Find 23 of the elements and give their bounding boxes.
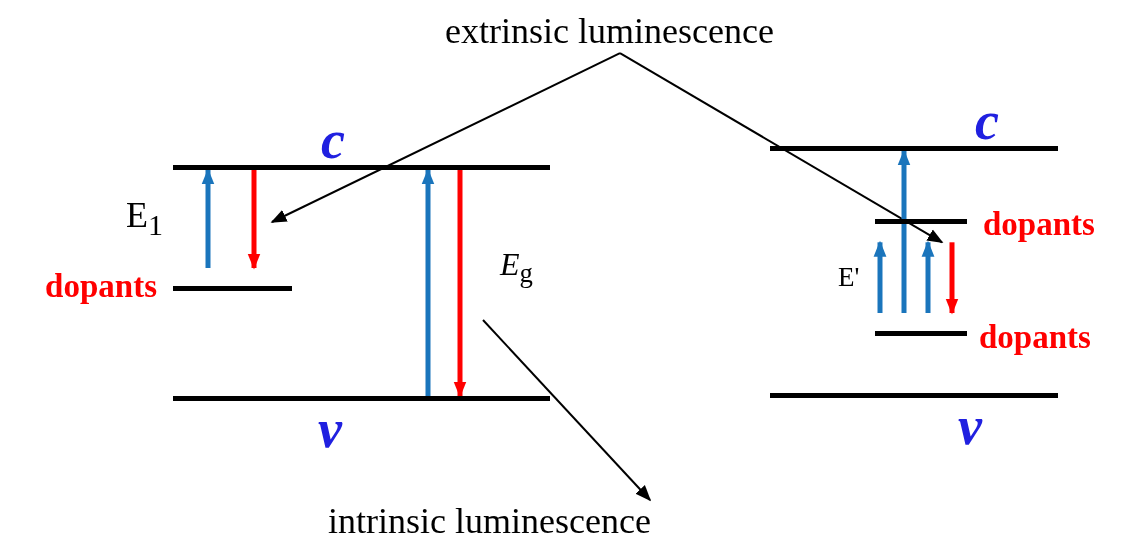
energy-label: E$_{1}$ — [126, 194, 163, 243]
band-label: c — [975, 97, 999, 146]
caption-text: extrinsic luminescence — [445, 10, 774, 54]
transition-arrow — [453, 170, 467, 398]
transition-arrow — [421, 168, 435, 396]
leader-line — [270, 52, 621, 223]
transition-arrow — [897, 149, 911, 313]
band-label: v — [958, 402, 982, 451]
leader-line — [482, 319, 652, 502]
band-label: v — [318, 405, 342, 454]
transition-arrow — [201, 168, 215, 268]
dopant-label: dopants — [45, 268, 157, 305]
energy-label: E$_{g}$ — [500, 246, 533, 290]
caption-text: intrinsic luminescence — [328, 500, 651, 543]
transition-arrow — [873, 240, 887, 313]
transition-arrow — [945, 242, 959, 315]
transition-arrow — [247, 170, 261, 270]
dopant-label: dopants — [983, 206, 1095, 243]
leader-line — [619, 52, 944, 244]
band-label: c — [321, 116, 345, 165]
energy-label: E' — [838, 262, 860, 293]
dopant-label: dopants — [979, 319, 1091, 356]
transition-arrow — [921, 240, 935, 313]
